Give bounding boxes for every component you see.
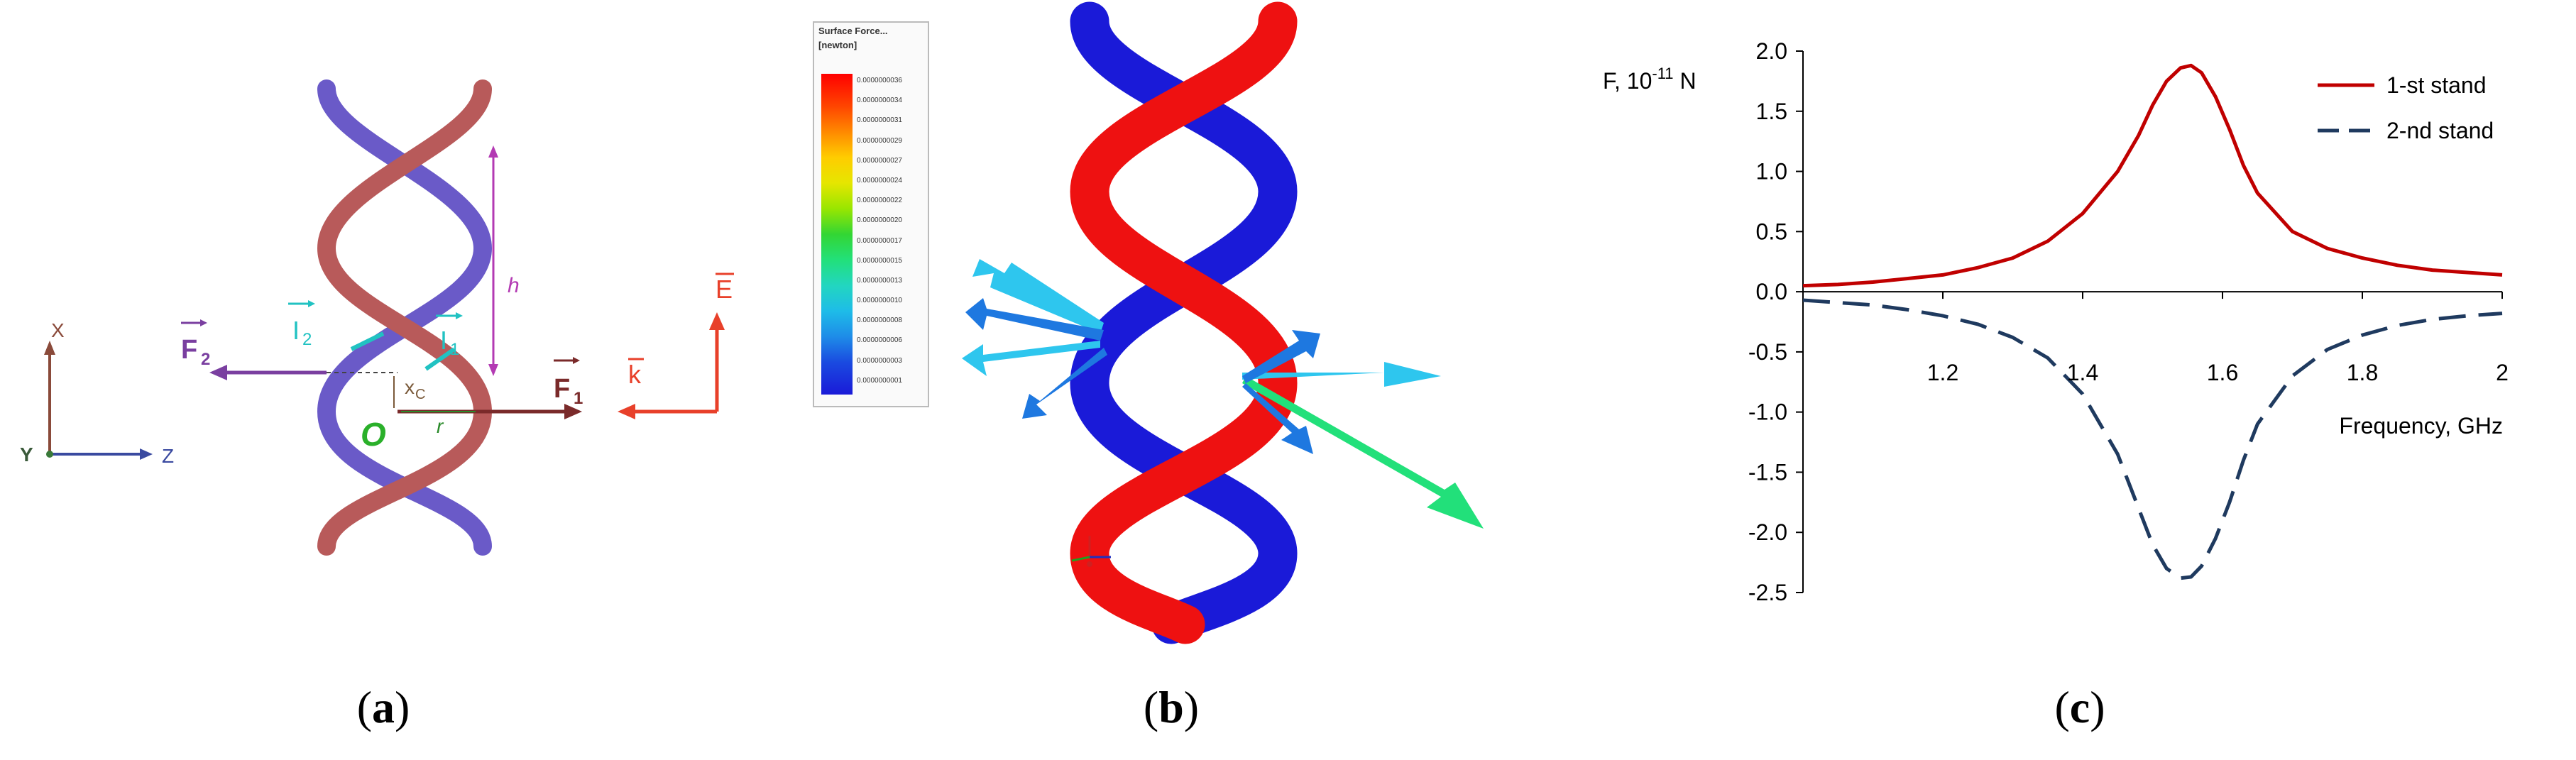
y-tick-label: 0.0 bbox=[1756, 279, 1787, 304]
series-line-2 bbox=[1802, 298, 2503, 580]
y-tick-label: 1.5 bbox=[1756, 99, 1787, 124]
chart-axes bbox=[1796, 50, 2503, 593]
legend-tick-value: 0.0000000015 bbox=[857, 256, 902, 265]
legend-tick-value: 0.0000000013 bbox=[857, 276, 902, 285]
f2-label: F bbox=[181, 335, 197, 365]
force-arrows bbox=[962, 259, 1484, 529]
xc-label: x bbox=[405, 376, 415, 398]
helix-strand-red bbox=[317, 79, 493, 556]
legend-tick-value: 0.0000000031 bbox=[857, 116, 902, 125]
legend-tick-value: 0.0000000034 bbox=[857, 97, 902, 105]
legend-tick-value: 0.0000000001 bbox=[857, 376, 902, 385]
series-line-1 bbox=[1802, 63, 2503, 288]
f1-label: F bbox=[554, 374, 570, 404]
legend-tick-value: 0.0000000036 bbox=[857, 77, 902, 84]
legend-title: Surface Force... bbox=[818, 26, 888, 36]
legend-tick-value: 0.0000000017 bbox=[857, 236, 902, 245]
force-simulation-image bbox=[962, 1, 1484, 644]
legend-tick-value: 0.0000000006 bbox=[857, 336, 902, 345]
legend-tick-value: 0.0000000029 bbox=[857, 136, 902, 145]
y-tick-label: -1.5 bbox=[1748, 459, 1787, 485]
origin-label: O bbox=[361, 416, 386, 453]
legend-tick-value: 0.0000000020 bbox=[857, 216, 902, 225]
caption-b: (b) bbox=[1143, 682, 1200, 732]
y-tick-label: 0.5 bbox=[1756, 219, 1787, 244]
x-axis-title: Frequency, GHz bbox=[2339, 413, 2503, 439]
x-tick-label: 1.2 bbox=[1927, 360, 1958, 385]
z-axis-label: Z bbox=[162, 445, 174, 467]
k-label: k bbox=[628, 360, 642, 389]
force-frequency-chart: 2.0 1.5 1.0 0.5 0.0 -0.5 -1.0 -1.5 -2.0 -2.5 1.2 1.… bbox=[1603, 38, 2509, 605]
legend-label-1: 1-st stand bbox=[2386, 72, 2487, 98]
x-tick-label: 1.8 bbox=[2347, 360, 2378, 385]
x-tick-label: 1.6 bbox=[2207, 360, 2238, 385]
legend-tick-value: 0.0000000027 bbox=[857, 156, 902, 165]
helix-diagram: X Y Z h F 2 F 1 I 2 I bbox=[20, 79, 734, 556]
caption-a: (a) bbox=[356, 682, 410, 732]
y-tick-label: -2.5 bbox=[1748, 580, 1787, 605]
legend-tick-value: 0.0000000010 bbox=[857, 297, 902, 305]
y-axis-title: F, 10-11 N bbox=[1603, 65, 1697, 94]
legend-tick-value: 0.0000000022 bbox=[857, 197, 902, 205]
y-tick-label: 1.0 bbox=[1756, 159, 1787, 185]
e-label: E bbox=[716, 275, 733, 304]
legend-label-2: 2-nd stand bbox=[2386, 118, 2494, 143]
i2-label: I bbox=[292, 316, 300, 345]
r-label: r bbox=[437, 415, 444, 437]
svg-text:1: 1 bbox=[574, 389, 583, 408]
y-tick-label: -1.0 bbox=[1748, 400, 1787, 425]
legend-tick-list: 0.0000000036 0.0000000034 0.0000000031 0.00… bbox=[857, 71, 925, 391]
y-tick-label: -0.5 bbox=[1748, 339, 1787, 365]
y-axis-label: Y bbox=[20, 444, 33, 466]
coordinate-axes bbox=[44, 341, 153, 460]
chart-series bbox=[1802, 63, 2503, 580]
svg-text:C: C bbox=[415, 387, 425, 402]
caption-c: (c) bbox=[2054, 682, 2105, 732]
legend-tick-value: 0.0000000024 bbox=[857, 176, 902, 185]
y-tick-label: -2.0 bbox=[1748, 519, 1787, 545]
svg-text:2: 2 bbox=[302, 330, 312, 349]
panel-a-diagram: X Y Z h F 2 F 1 I 2 I bbox=[0, 0, 802, 760]
x-tick-label: 2 bbox=[2496, 360, 2509, 385]
h-label: h bbox=[508, 274, 520, 297]
i1-label: I bbox=[440, 326, 447, 355]
panel-c-chart: 2.0 1.5 1.0 0.5 0.0 -0.5 -1.0 -1.5 -2.0 -2.5 1.2 1.… bbox=[1512, 0, 2576, 760]
svg-text:2: 2 bbox=[201, 350, 210, 369]
x-tick-label: 1.4 bbox=[2067, 360, 2098, 385]
legend-unit: [newton] bbox=[818, 40, 857, 50]
field-vectors bbox=[618, 312, 725, 419]
chart-labels: 2.0 1.5 1.0 0.5 0.0 -0.5 -1.0 -1.5 -2.0 -2.5 1.2 1.… bbox=[1603, 38, 2509, 605]
legend-color-bar bbox=[821, 74, 853, 395]
svg-text:1: 1 bbox=[450, 340, 459, 359]
legend-tick-value: 0.0000000008 bbox=[857, 316, 902, 325]
y-tick-label: 2.0 bbox=[1756, 38, 1787, 64]
axis-triad-icon bbox=[1071, 536, 1111, 567]
legend-tick-value: 0.0000000003 bbox=[857, 356, 902, 365]
x-axis-label: X bbox=[51, 319, 65, 341]
